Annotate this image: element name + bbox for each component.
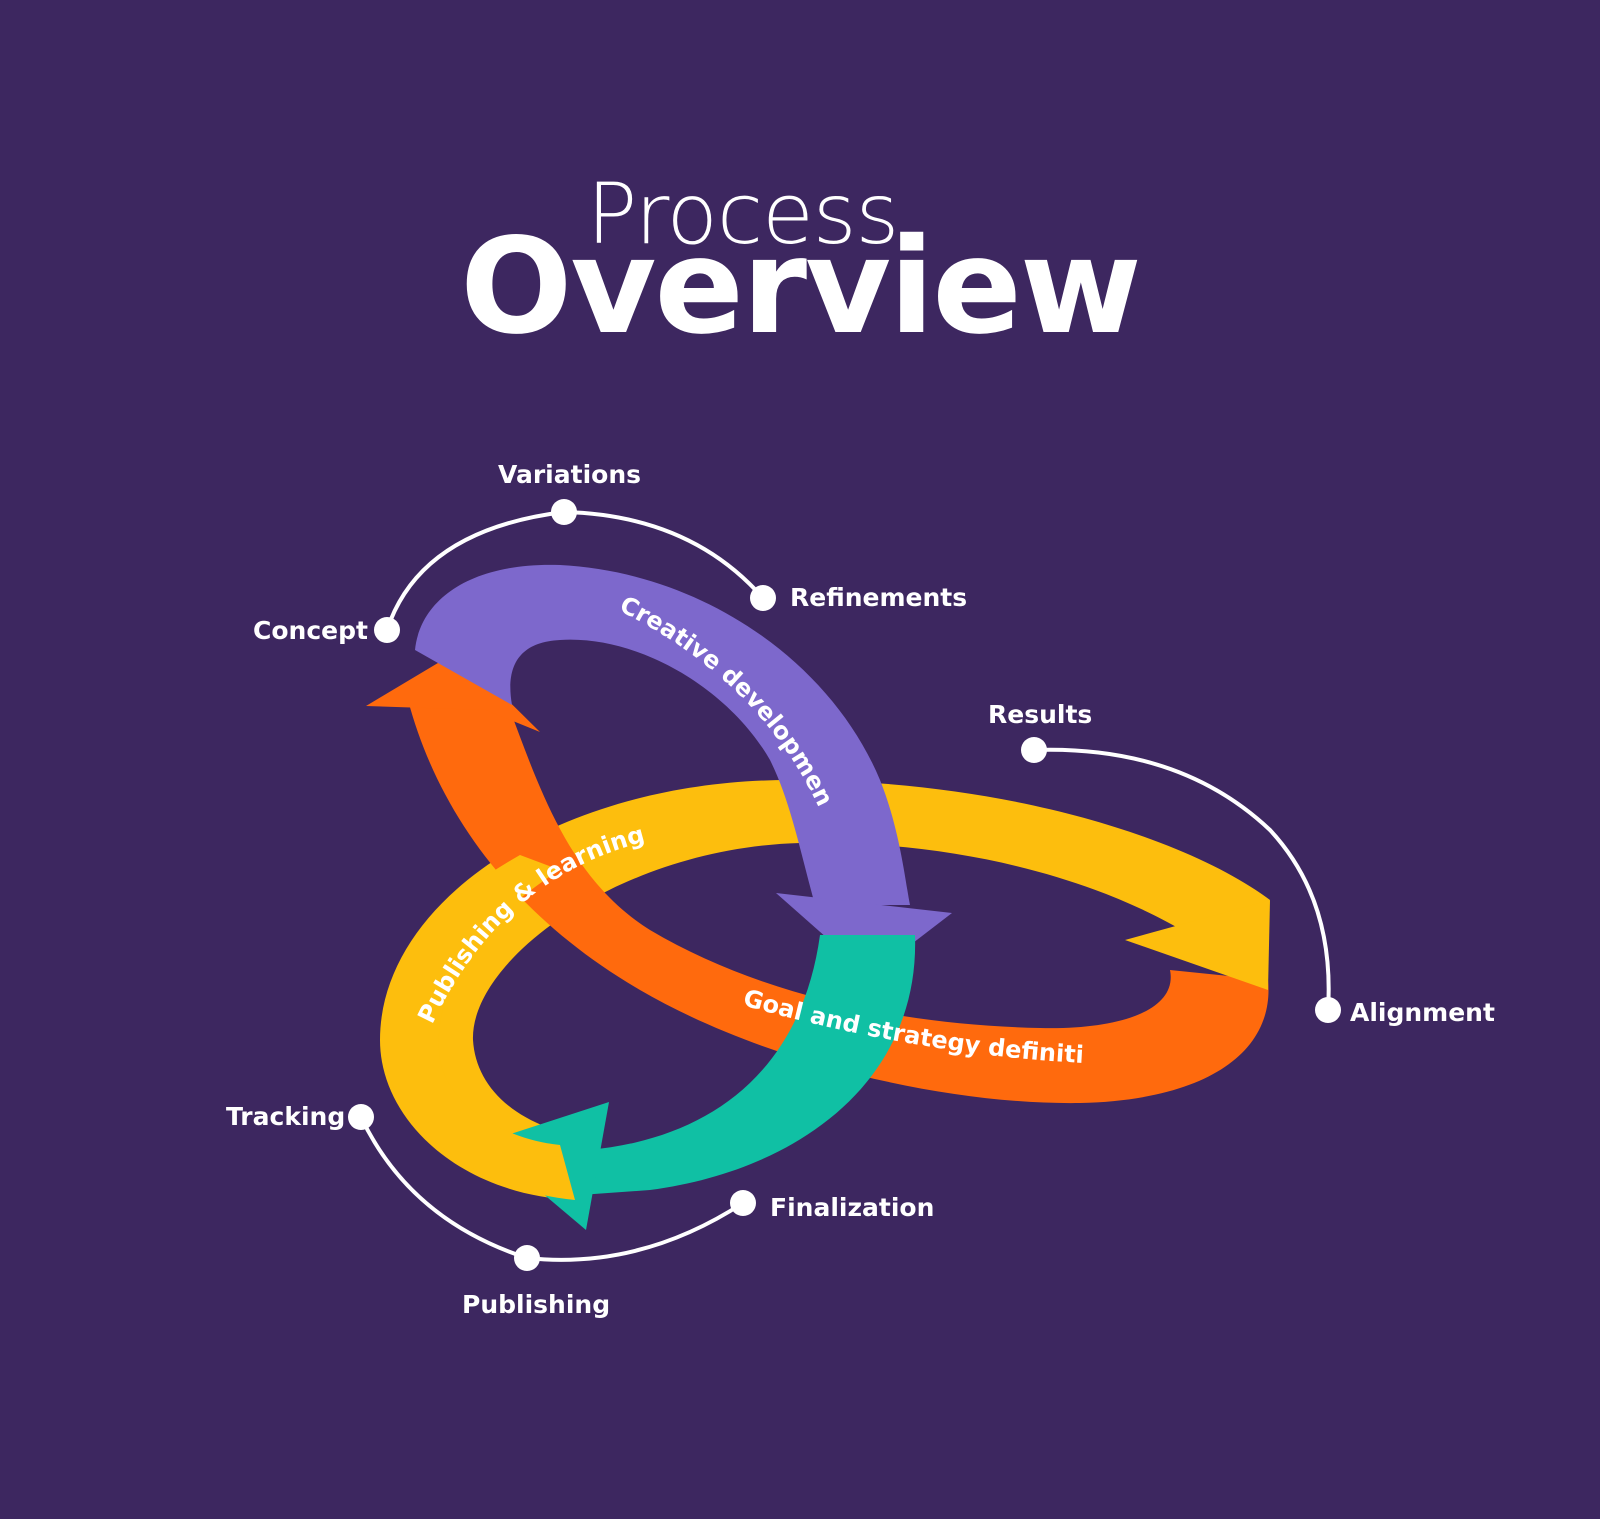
- stage-label-refinements: Refinements: [790, 583, 968, 612]
- dot-finalization: [730, 1190, 756, 1216]
- stage-label-tracking: Tracking: [226, 1102, 346, 1131]
- title-overview: Overview: [460, 210, 1142, 364]
- creative-arrowhead: [776, 893, 952, 976]
- stage-label-finalization: Finalization: [770, 1193, 935, 1222]
- creative-loop: [415, 564, 910, 905]
- dot-publishing: [514, 1245, 540, 1271]
- dot-variations: [551, 499, 577, 525]
- publishing-loop-back: [380, 780, 1270, 1200]
- stage-label-variations: Variations: [498, 460, 641, 489]
- stage-label-alignment: Alignment: [1350, 998, 1495, 1027]
- stage-label-publishing: Publishing: [462, 1290, 611, 1319]
- dot-results: [1021, 737, 1047, 763]
- stage-label-results: Results: [988, 700, 1093, 729]
- dot-concept: [374, 617, 400, 643]
- dot-tracking: [348, 1104, 374, 1130]
- stage-dots: [348, 499, 1341, 1271]
- stage-label-concept: Concept: [253, 616, 368, 645]
- delivery-loop: [580, 935, 916, 1195]
- dot-refinements: [750, 585, 776, 611]
- goal-arrowhead: [366, 651, 540, 732]
- publishing-loop-left: [381, 855, 575, 1200]
- title-process: Process: [586, 165, 900, 263]
- connector-right: [1033, 747, 1331, 1011]
- dot-alignment: [1315, 997, 1341, 1023]
- publishing-loop-front: [1125, 900, 1270, 990]
